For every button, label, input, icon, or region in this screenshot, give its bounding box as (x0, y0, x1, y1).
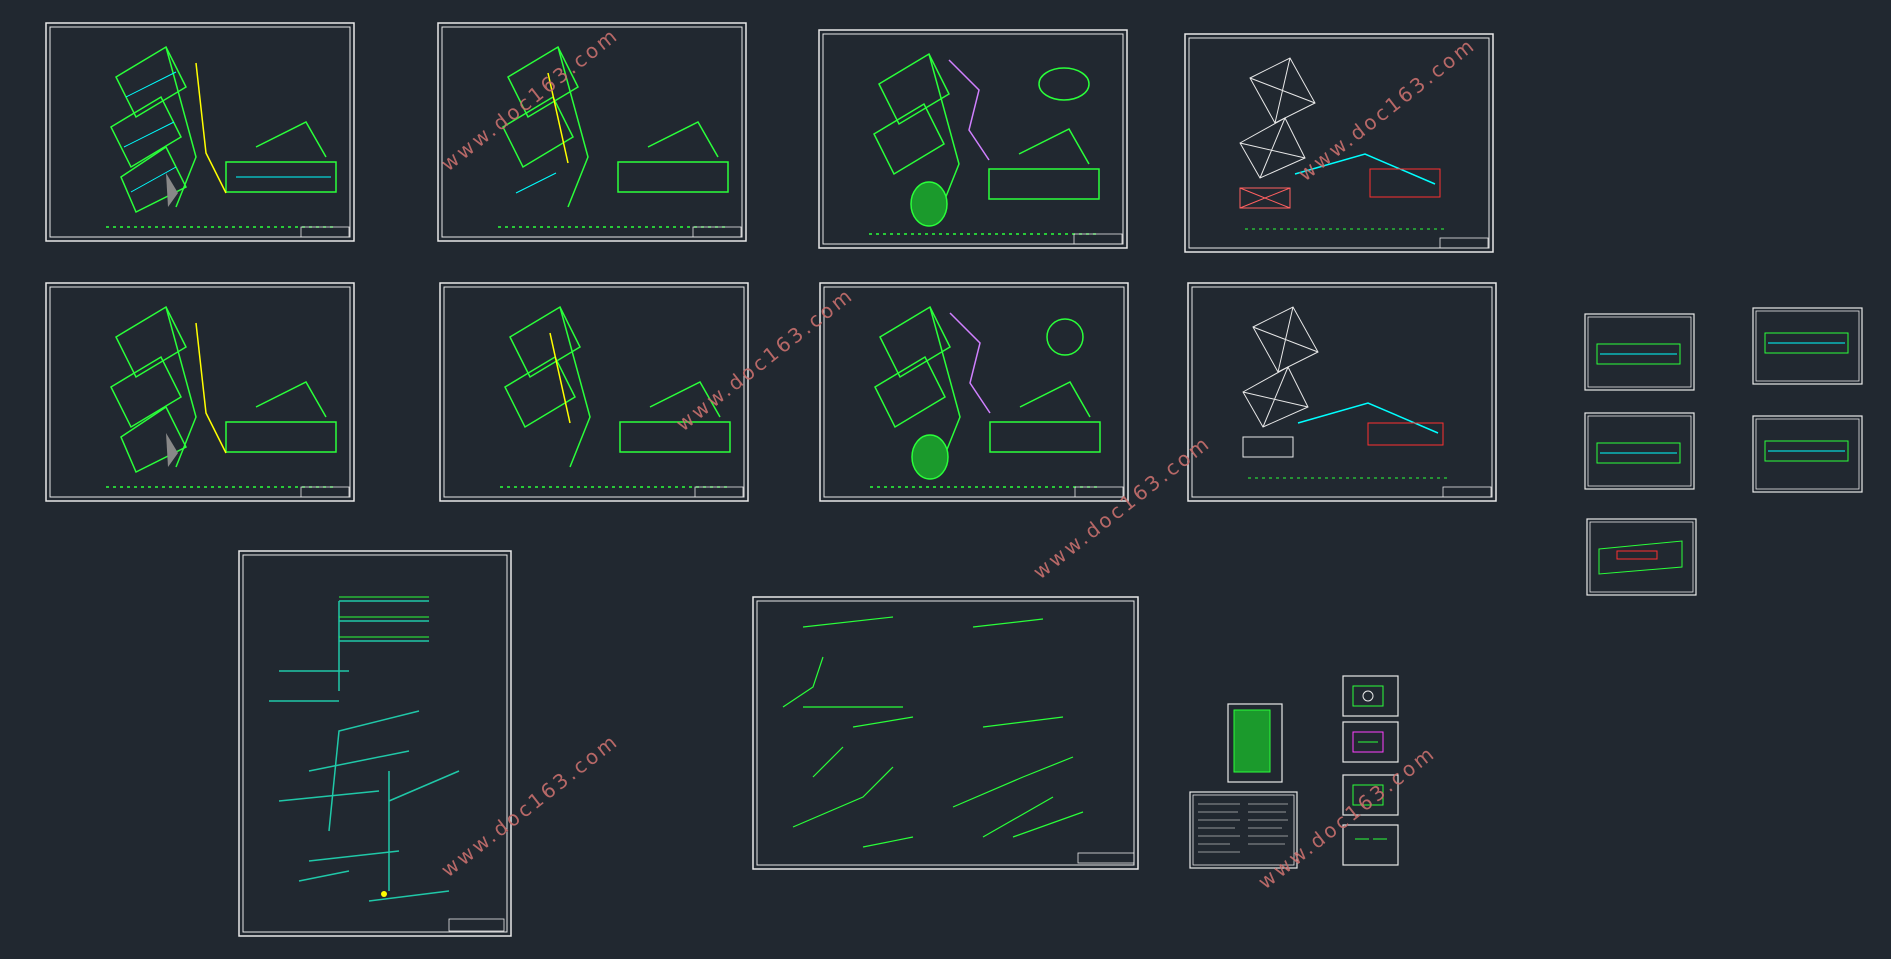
watermark-1: www.doc163.com (436, 22, 623, 176)
floor-plan-sheet-1[interactable] (45, 22, 355, 242)
detail-sheet-small-1[interactable] (1342, 675, 1399, 717)
detail-sheet-1[interactable] (752, 596, 1139, 870)
watermark-3: www.doc163.com (671, 282, 858, 436)
floor-plan-sheet-2[interactable] (437, 22, 747, 242)
floor-plan-sheet-4[interactable] (45, 282, 355, 502)
watermark-5: www.doc163.com (436, 728, 623, 882)
floor-plan-sheet-3[interactable] (818, 29, 1128, 249)
small-plan-sheet-4[interactable] (1752, 415, 1863, 493)
small-plan-sheet-5[interactable] (1586, 518, 1697, 596)
legend-sheet[interactable] (1227, 703, 1283, 783)
detail-sheet-small-3[interactable] (1342, 774, 1399, 816)
detail-sheet-small-2[interactable] (1342, 721, 1399, 763)
watermark-6: www.doc163.com (1253, 740, 1440, 894)
small-plan-sheet-3[interactable] (1584, 412, 1695, 490)
detail-sheet-small-4[interactable] (1342, 824, 1399, 866)
isometric-sheet-1[interactable] (238, 550, 512, 937)
small-plan-sheet-2[interactable] (1752, 307, 1863, 385)
small-plan-sheet-1[interactable] (1584, 313, 1695, 391)
floor-plan-sheet-6[interactable] (819, 282, 1129, 502)
roof-plan-sheet-1[interactable] (1184, 33, 1494, 253)
notes-sheet[interactable] (1189, 791, 1298, 869)
floor-plan-sheet-5[interactable] (439, 282, 749, 502)
watermark-4: www.doc163.com (1028, 430, 1215, 584)
roof-plan-sheet-2[interactable] (1187, 282, 1497, 502)
